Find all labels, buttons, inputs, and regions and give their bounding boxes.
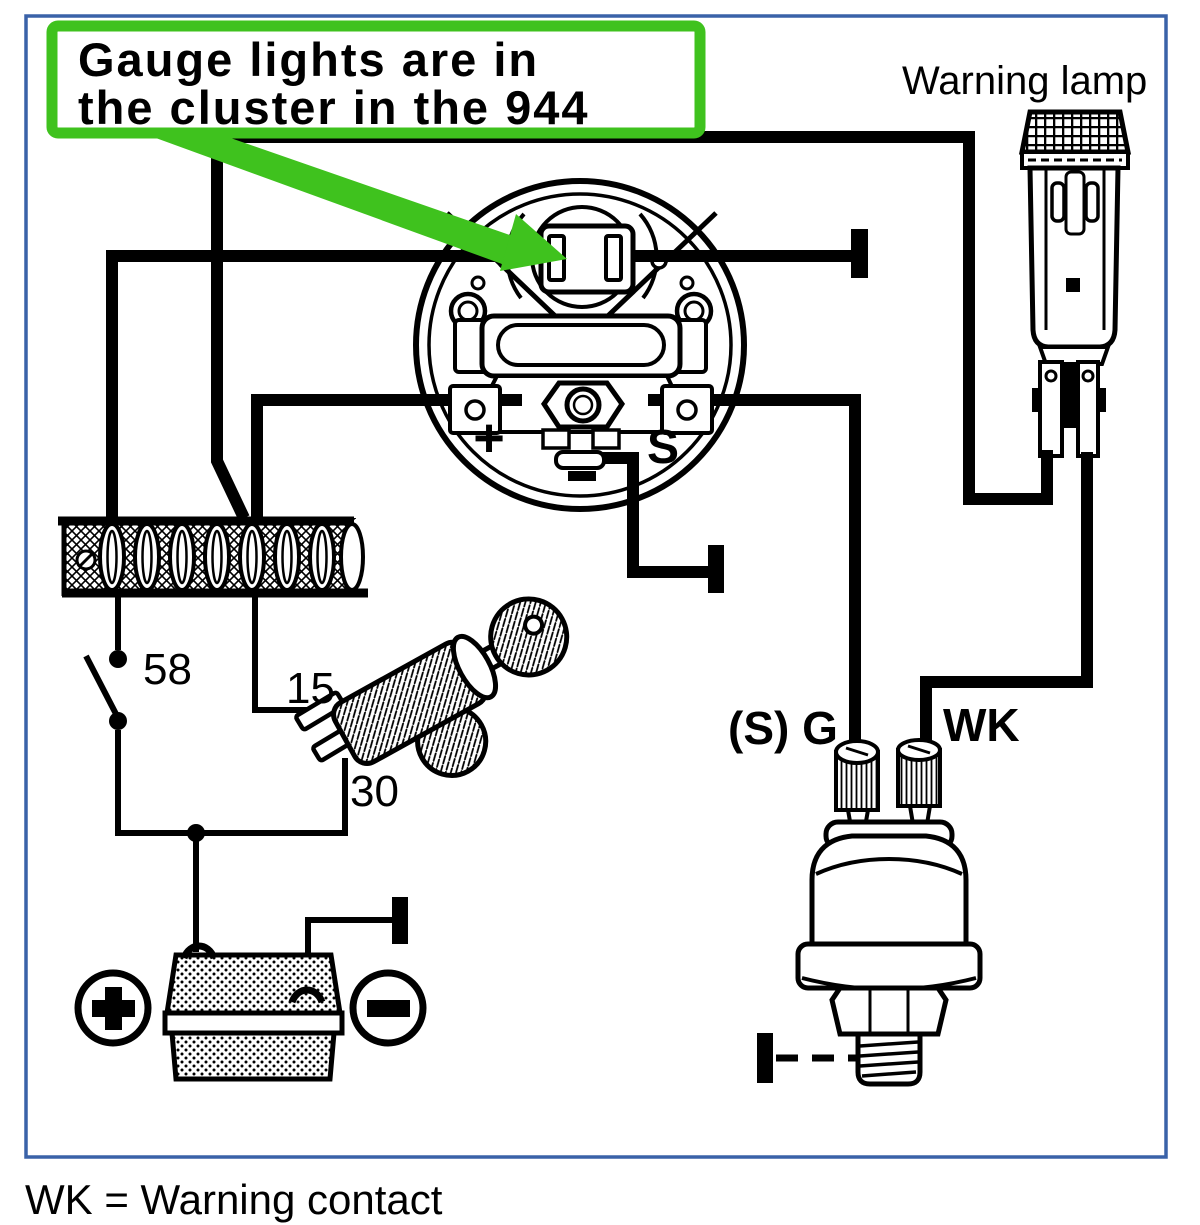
connector-bar-gauge-minus (708, 545, 724, 593)
annotation-arrow-shaft (112, 122, 530, 264)
caption-wk-legend: WK = Warning contact (25, 1176, 443, 1223)
gauge-center-nut (564, 386, 602, 424)
gauge-minus-mark (568, 471, 596, 481)
annotation-box (46, 20, 706, 139)
annotation-line2: the cluster in the 944 (78, 81, 590, 134)
gauge-terminals (448, 223, 714, 481)
annotation-callout: Gauge lights are in the cluster in the 9… (46, 20, 706, 271)
battery-terminal-negative (288, 986, 326, 1004)
connector-bar-sender-ground (757, 1033, 773, 1083)
label-warning-lamp: Warning lamp (902, 59, 1147, 103)
annotation-line1: Gauge lights are in (78, 33, 539, 86)
battery-terminal-positive (180, 942, 218, 960)
key-head (488, 596, 570, 678)
wire-feed-to-fuse (211, 137, 250, 521)
label-gauge-plus: + (473, 408, 505, 468)
fuses (98, 522, 365, 592)
wire-bulb-feed (106, 250, 552, 518)
wire-gauge-plus (251, 394, 522, 518)
wire-junction-dot (187, 824, 205, 842)
wire-feed-to-lamp (211, 131, 1053, 505)
wire-lamp-to-wk (920, 452, 1093, 750)
label-sender-g: (S) G (728, 702, 838, 754)
warning-lamp (1018, 109, 1132, 458)
wiring-main (106, 131, 1093, 752)
fuse-strip (58, 516, 368, 598)
label-sender-wk: WK (943, 699, 1020, 751)
label-gauge-s: S (647, 421, 679, 474)
sender-body (809, 833, 969, 951)
ignition-switch (294, 596, 570, 778)
label-terminal-15: 15 (286, 664, 335, 713)
wire-gauge-s-to-sender (648, 394, 861, 752)
pressure-sender (795, 738, 983, 1087)
lamp-lens (1018, 109, 1132, 155)
annotation-arrow-head (500, 214, 567, 271)
ignition-tab-15 (294, 690, 346, 732)
light-switch-58 (83, 650, 127, 730)
wire-switch58-to-terminal30 (115, 730, 348, 836)
connector-bar-bulb-ground (851, 229, 868, 278)
wire-gauge-minus (602, 452, 710, 578)
label-terminal-58: 58 (143, 645, 192, 694)
label-terminal-30: 30 (350, 767, 399, 816)
diagram-border (24, 14, 1168, 1159)
battery (74, 942, 427, 1082)
connector-bar-battery-ground (392, 897, 408, 944)
sender-hex-nut (829, 985, 949, 1037)
